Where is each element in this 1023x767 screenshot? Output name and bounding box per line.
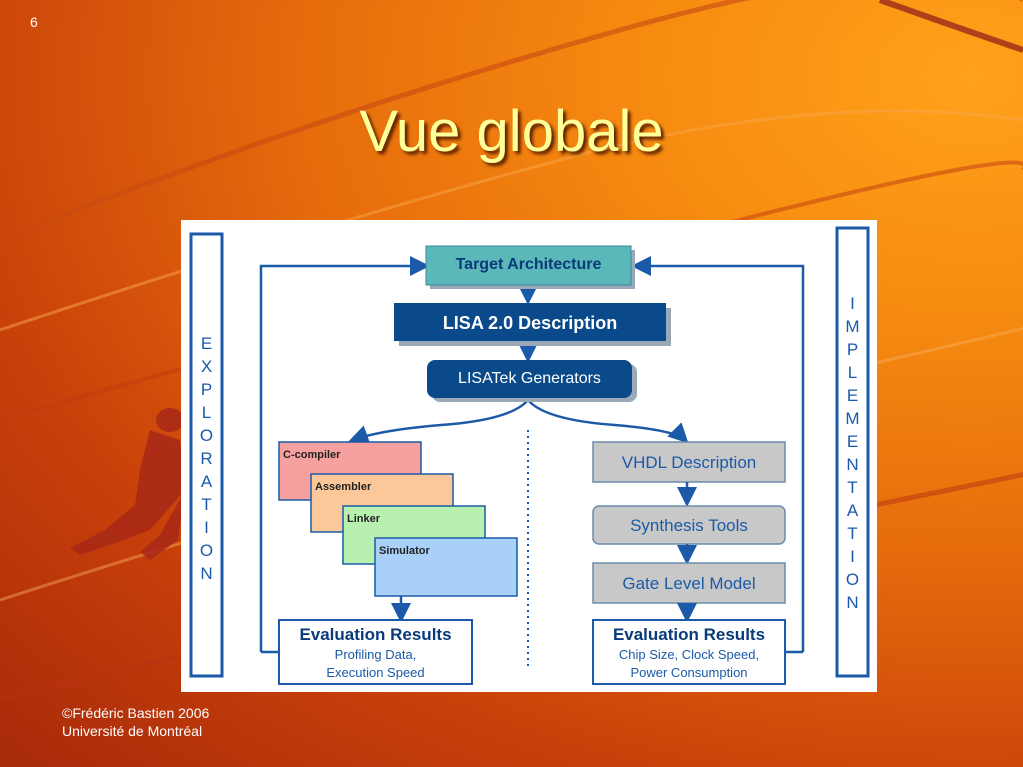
footer-university: Université de Montréal [62, 723, 203, 739]
exploration-letter: R [200, 449, 213, 468]
synthesis-label: Synthesis Tools [630, 516, 748, 535]
diagram-connectors [189, 226, 870, 685]
gate-level-box [592, 562, 786, 604]
eval-right-line1: Chip Size, Clock Speed, [618, 647, 760, 662]
left-feedback-arrow [259, 256, 430, 652]
footer: ©Frédéric Bastien 2006 Université de Mon… [62, 704, 209, 740]
implementation-letter: I [850, 294, 855, 313]
right-feedback-arrow [631, 256, 805, 652]
implementation-letter: N [846, 455, 859, 474]
exploration-letter: O [199, 541, 214, 560]
lisatek-generators-label: LISATek Generators [458, 370, 601, 387]
c-compiler-label: C-compiler [283, 449, 341, 461]
linker-label: Linker [347, 513, 381, 525]
implementation-letter: N [846, 593, 859, 612]
implementation-letter: A [846, 501, 859, 520]
synthesis-box [592, 505, 786, 545]
footer-copyright: ©Frédéric Bastien 2006 [62, 705, 210, 721]
implementation-letter: E [846, 386, 859, 405]
lisa-description-box [394, 303, 666, 341]
implementation-letter: I [850, 547, 855, 566]
implementation-letter: M [845, 409, 860, 428]
eval-right-line2: Power Consumption [630, 665, 748, 680]
arrow-to-vhdl [527, 399, 689, 444]
runner-silhouette [70, 408, 185, 560]
implementation-letter: M [845, 317, 860, 336]
target-architecture-label: Target Architecture [455, 256, 602, 273]
implementation-letter: E [846, 432, 859, 451]
eval-left-line1: Profiling Data, [334, 647, 417, 662]
eval-left-title: Evaluation Results [299, 625, 452, 644]
eval-right-box [592, 619, 786, 685]
exploration-letter: L [201, 403, 212, 422]
vhdl-box [592, 441, 786, 483]
implementation-frame [835, 226, 870, 678]
eval-left-box [278, 619, 473, 685]
exploration-letter: P [200, 380, 213, 399]
arrow-to-tools [348, 399, 529, 445]
eval-left-line2: Execution Speed [326, 665, 425, 680]
simulator-label: Simulator [379, 545, 430, 557]
exploration-letter: I [204, 518, 209, 537]
exploration-letter: T [201, 495, 212, 514]
implementation-letter: O [845, 570, 860, 589]
implementation-letter: T [847, 524, 858, 543]
assembler-label: Assembler [315, 481, 372, 493]
lisa-description-label: LISA 2.0 Description [442, 313, 618, 333]
lisatek-generators-box [427, 360, 632, 398]
simulator-box [374, 537, 518, 597]
gate-level-label: Gate Level Model [622, 574, 756, 593]
implementation-letter: T [847, 478, 858, 497]
target-architecture-box [425, 245, 632, 286]
exploration-letter: O [199, 426, 214, 445]
eval-right-title: Evaluation Results [612, 625, 766, 644]
slide-number: 6 [30, 14, 38, 30]
vhdl-label: VHDL Description [621, 453, 757, 472]
implementation-letter: L [847, 363, 858, 382]
exploration-letter: N [200, 564, 213, 583]
exploration-letter: X [200, 357, 213, 376]
exploration-letter: E [200, 334, 213, 353]
exploration-frame [189, 232, 224, 678]
implementation-letter: P [846, 340, 859, 359]
exploration-letter: A [200, 472, 213, 491]
slide-title: Vue globale [359, 99, 664, 164]
